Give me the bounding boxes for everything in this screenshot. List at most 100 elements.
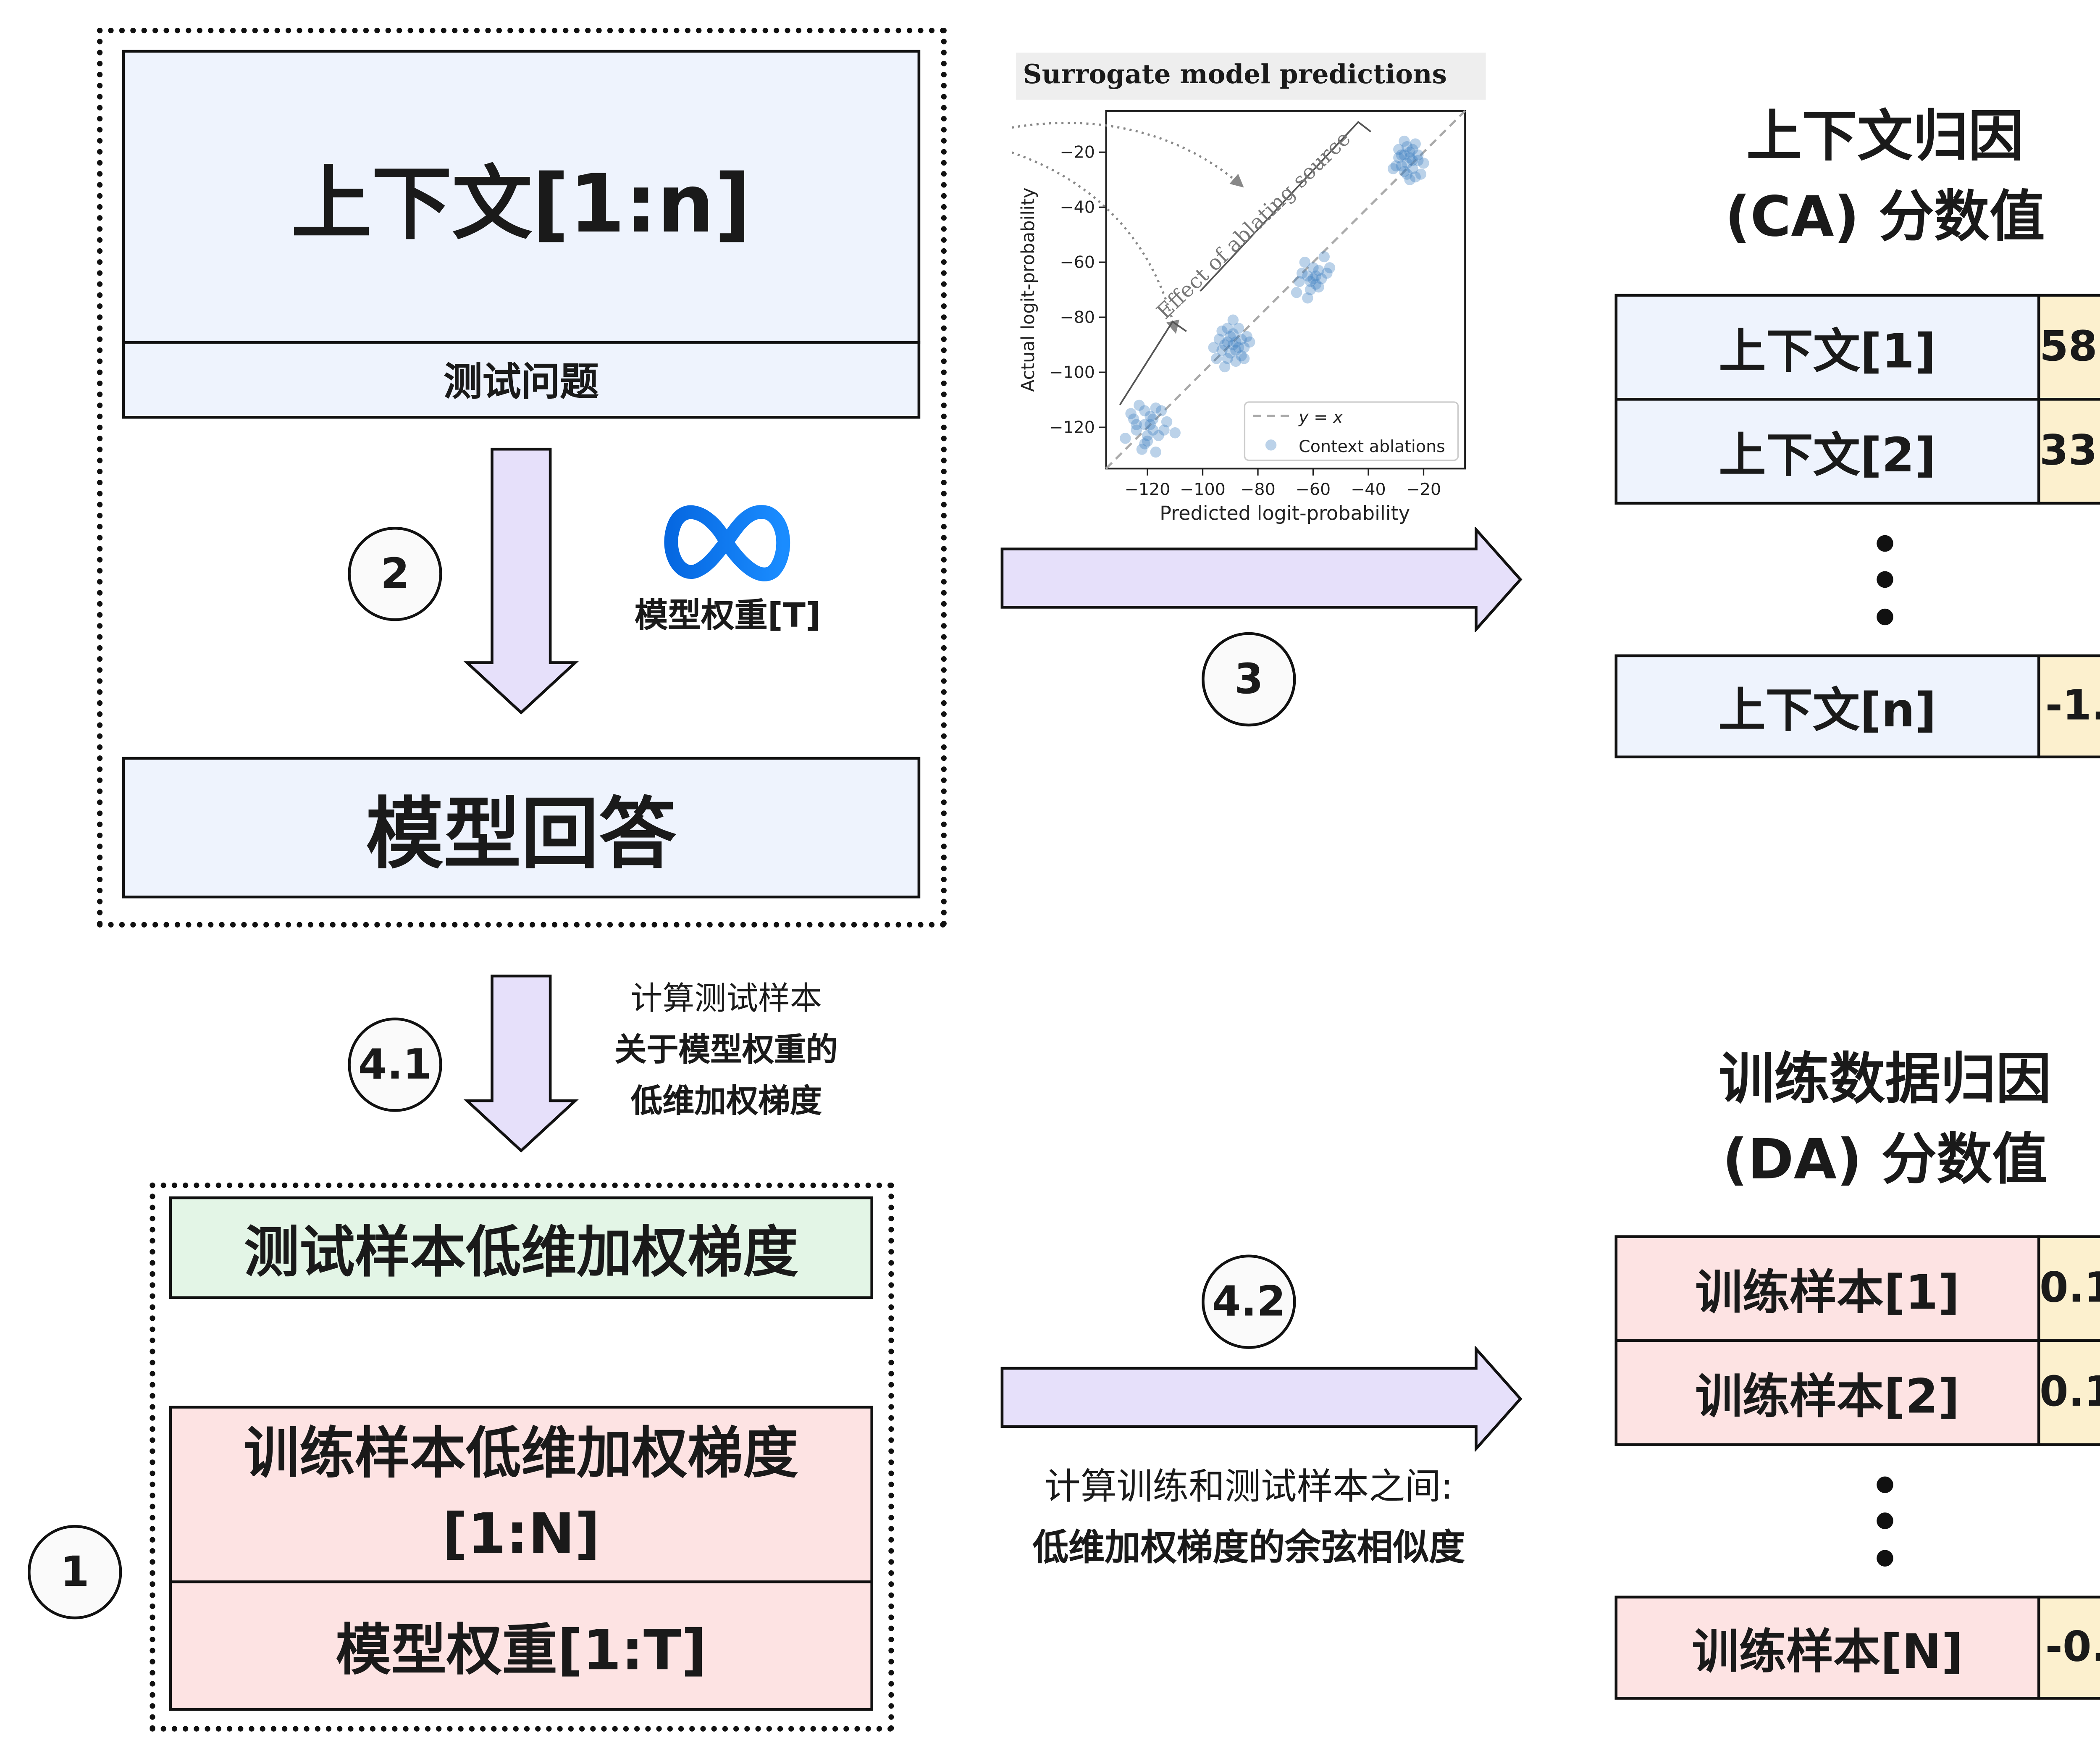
step-3-badge: 3: [1202, 632, 1296, 727]
context-ablation-point: [1294, 276, 1305, 287]
context-ablation-point: [1227, 328, 1239, 339]
context-ablation-point: [1128, 413, 1139, 425]
context-ablation-point: [1227, 314, 1239, 326]
context-ablation-point: [1415, 168, 1427, 180]
ca-row-label: 上下文[2]: [1614, 398, 2040, 505]
step-4-2-note-line1: 计算训练和测试样本之间:: [1044, 1467, 1453, 1509]
ca-row-score: -1.7: [2037, 654, 2100, 759]
context-ablation-point: [1412, 155, 1424, 166]
step-4-2-badge: 4.2: [1202, 1254, 1296, 1349]
context-ablation-point: [1404, 147, 1415, 158]
context-ablation-point: [1153, 430, 1164, 442]
context-ablation-point: [1131, 419, 1142, 430]
down-arrow-step41: [463, 974, 579, 1153]
step-4-1-note: 计算测试样本 关于模型权重的 低维加权梯度: [574, 975, 879, 1128]
context-ablation-point: [1238, 342, 1250, 353]
context-ablation-point: [1222, 323, 1233, 334]
context-box: 上下文[1:n]: [122, 50, 921, 344]
x-tick-label: −20: [1406, 480, 1441, 499]
context-ablation-point: [1396, 160, 1407, 172]
context-ablation-point: [1150, 446, 1161, 458]
x-axis-label: Predicted logit-probability: [1160, 502, 1410, 525]
right-arrow-step42: [1000, 1346, 1522, 1452]
y-equals-x-line: [1105, 110, 1466, 470]
context-ablation-point: [1225, 331, 1236, 342]
y-axis-label: Actual logit-probability: [1018, 187, 1039, 392]
model-answer-box: 模型回答: [122, 757, 921, 899]
context-ablation-point: [1144, 419, 1156, 430]
context-ablation-point: [1236, 350, 1247, 362]
context-ablation-point: [1233, 342, 1244, 353]
context-ablation-point: [1310, 270, 1322, 282]
y-tick-label: −80: [1060, 308, 1095, 327]
ca-title-line1: 上下文归因: [1746, 105, 2024, 169]
step-1-badge: 1: [28, 1525, 122, 1620]
context-ablation-point: [1305, 284, 1316, 295]
context-ablation-point: [1399, 135, 1410, 147]
context-ablation-point: [1139, 419, 1150, 430]
context-ablation-point: [1307, 262, 1319, 273]
legend-label-yx: y = x: [1298, 408, 1343, 427]
context-ablation-point: [1211, 353, 1222, 364]
context-ablation-point: [1318, 251, 1330, 263]
inference-group-frame: [97, 28, 947, 928]
plot-title: Surrogate model predictions: [1023, 59, 1447, 90]
context-ablation-point: [1244, 336, 1255, 348]
da-title: 训练数据归因 (DA) 分数值: [1608, 1040, 2100, 1201]
context-ablation-point: [1412, 149, 1424, 160]
context-ablation-point: [1139, 405, 1150, 417]
context-ablation-point: [1401, 158, 1413, 169]
context-ablation-point: [1142, 430, 1153, 442]
train-gradient-box: 训练样本低维加权梯度 [1:N]: [169, 1406, 874, 1583]
context-ablation-point: [1225, 347, 1236, 359]
context-ablation-point: [1155, 405, 1167, 417]
ca-title-line2: (CA) 分数值: [1725, 186, 2045, 250]
context-ablation-point: [1324, 262, 1336, 273]
context-ablation-point: [1230, 336, 1242, 348]
context-ablation-point: [1136, 444, 1148, 455]
context-ablation-point: [1222, 353, 1233, 364]
plot-title-bar: [1016, 53, 1486, 100]
down-arrow-step2: [463, 447, 579, 715]
context-ablation-point: [1305, 276, 1316, 287]
surrogate-scatter-plot: −120−100−80−60−40−20−120−100−80−60−40−20…: [1012, 110, 1466, 525]
context-ablation-point: [1150, 402, 1161, 414]
legend-box: [1244, 401, 1459, 461]
test-gradient-box: 测试样本低维加权梯度: [169, 1196, 874, 1299]
legend-label-context-ablations: Context ablations: [1299, 437, 1445, 456]
context-ablation-point: [1291, 287, 1302, 298]
model-weights-t-label: 模型权重[T]: [634, 596, 821, 635]
context-ablation-point: [1208, 342, 1220, 353]
context-ablation-point: [1169, 427, 1181, 439]
y-tick-label: −60: [1060, 252, 1095, 272]
context-ablation-point: [1399, 166, 1410, 177]
context-ablation-point: [1144, 410, 1156, 422]
y-tick-label: −20: [1060, 142, 1095, 162]
context-ablation-point: [1313, 281, 1324, 293]
x-tick-label: −60: [1296, 480, 1331, 499]
context-ablation-point: [1222, 336, 1233, 348]
x-tick-label: −100: [1180, 480, 1226, 499]
da-row-score: 0.16: [2037, 1339, 2100, 1446]
context-ablation-point: [1296, 268, 1308, 279]
context-ablation-point: [1233, 323, 1244, 334]
meta-infinity-logo-icon: [664, 505, 790, 581]
context-ablation-point: [1404, 174, 1415, 185]
context-ablation-point: [1396, 149, 1407, 160]
context-ablation-point: [1230, 344, 1242, 356]
context-ablation-point: [1120, 433, 1131, 444]
ellipsis-dot: [1877, 608, 1893, 626]
test-question-box: 测试问题: [122, 341, 921, 419]
step-4-1-badge: 4.1: [348, 1017, 442, 1112]
da-title-line2: (DA) 分数值: [1722, 1128, 2048, 1192]
context-ablation-point: [1219, 361, 1231, 373]
ellipsis-dot: [1877, 535, 1893, 552]
context-ablation-point: [1410, 138, 1421, 150]
context-ablation-point: [1125, 408, 1137, 419]
context-ablation-point: [1142, 435, 1153, 447]
context-ablation-point: [1238, 353, 1250, 364]
context-ablation-point: [1316, 273, 1327, 284]
ca-row-score: 33.9: [2037, 398, 2100, 505]
ellipsis-dot: [1877, 1550, 1893, 1567]
context-ablation-point: [1407, 155, 1418, 166]
